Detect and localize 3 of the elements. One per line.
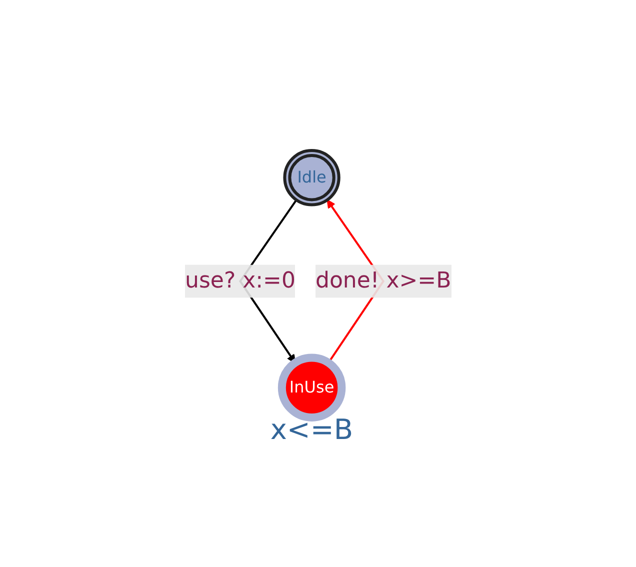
edge-label: use? x:=0: [184, 268, 296, 294]
node-circle: Idle: [283, 148, 340, 206]
edge-label: done! x>=B: [315, 268, 452, 294]
